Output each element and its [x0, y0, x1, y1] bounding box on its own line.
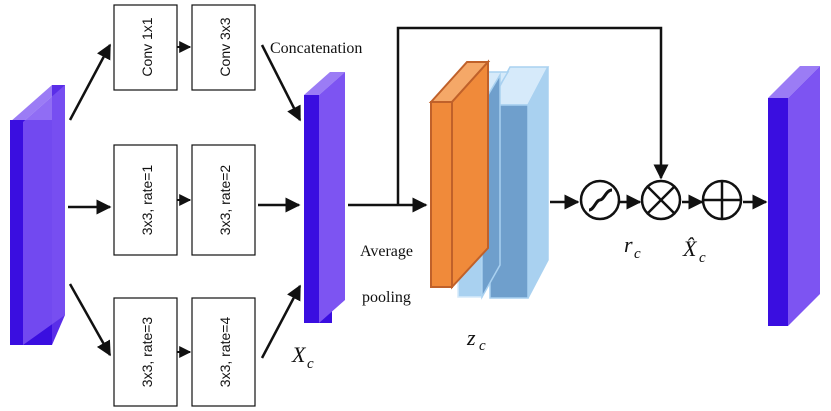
branch-arrows — [68, 43, 112, 357]
xc-label: X c — [291, 342, 314, 372]
svg-text:X: X — [291, 342, 307, 367]
rate1-label: 3x3, rate=1 — [139, 165, 155, 236]
svg-text:z: z — [466, 325, 476, 350]
branch-bottom: 3x3, rate=3 3x3, rate=4 — [113, 297, 256, 407]
multiply-icon — [640, 179, 682, 221]
conv3x3-box — [191, 4, 256, 91]
main-flow — [348, 26, 669, 213]
zc-label: z c — [466, 325, 486, 354]
concat-arrows — [258, 44, 302, 359]
svg-text:c: c — [479, 338, 486, 354]
rate2-box — [191, 144, 256, 256]
rate3-label: 3x3, rate=3 — [139, 317, 155, 388]
rate4-box — [191, 297, 256, 407]
pooling-stack — [428, 59, 550, 300]
output-feature-map — [768, 66, 820, 326]
branch-middle: 3x3, rate=1 3x3, rate=2 — [113, 144, 256, 256]
rate3-box — [113, 297, 178, 407]
average-label: Average — [360, 243, 413, 260]
sigmoid-icon — [579, 179, 621, 221]
concatenation-label: Concatenation — [270, 40, 362, 57]
svg-text:c: c — [634, 246, 641, 262]
rate1-box — [113, 144, 178, 256]
svg-text:c: c — [699, 250, 706, 266]
svg-text:c: c — [307, 356, 314, 372]
xhat-label: X̂ c — [682, 236, 706, 266]
concatenated-feature-map — [304, 72, 345, 323]
svg-text:r: r — [624, 232, 633, 257]
pooling-label: pooling — [362, 289, 411, 306]
add-icon — [701, 179, 743, 221]
conv1x1-label: Conv 1x1 — [139, 17, 155, 76]
branch-top: Conv 1x1 Conv 3x3 — [113, 4, 256, 91]
rc-label: r c — [624, 232, 641, 262]
rate2-label: 3x3, rate=2 — [217, 165, 233, 236]
svg-text:X̂: X̂ — [682, 236, 698, 261]
rate4-label: 3x3, rate=4 — [217, 317, 233, 388]
input-feature-map — [10, 85, 65, 345]
conv3x3-label: Conv 3x3 — [217, 17, 233, 76]
skip-connection — [396, 26, 669, 205]
